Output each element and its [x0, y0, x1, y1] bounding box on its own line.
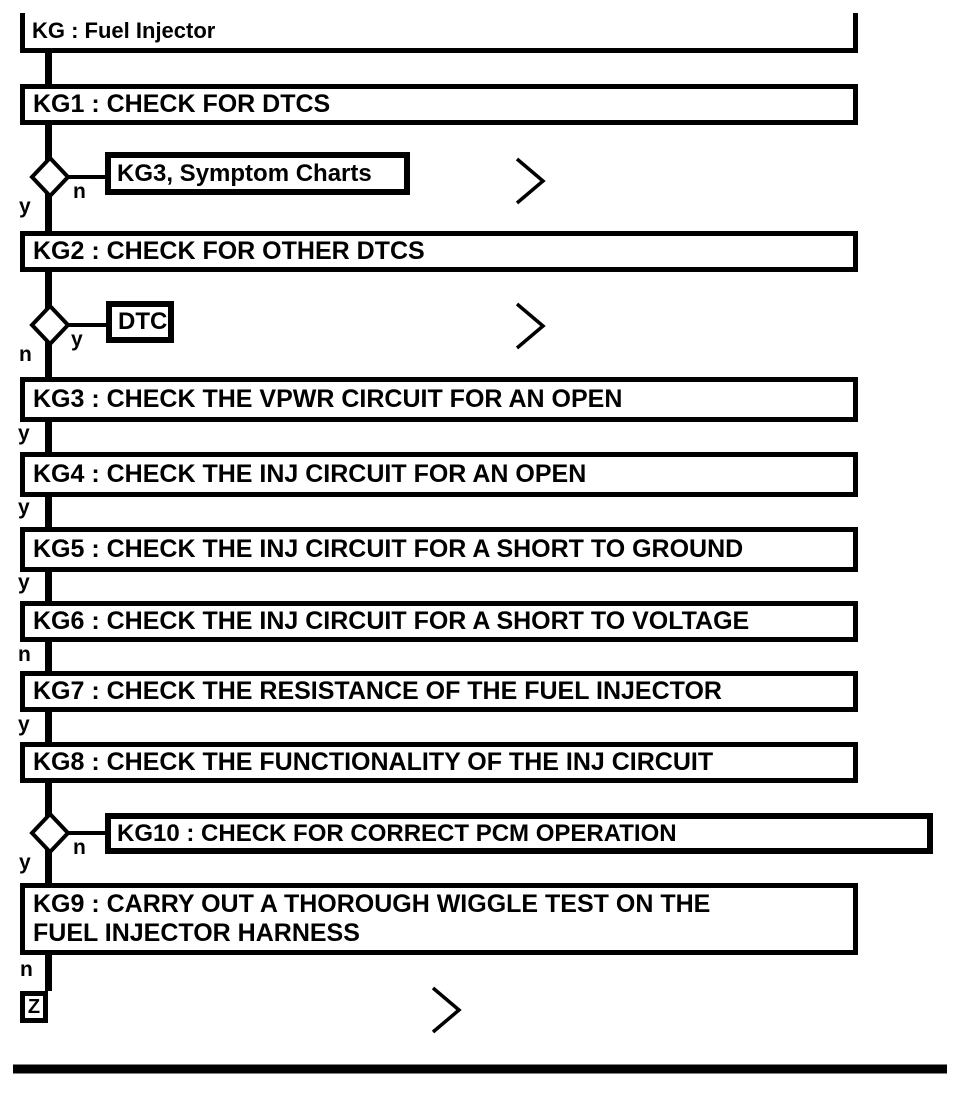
step-box-kg7: KG7 : CHECK THE RESISTANCE OF THE FUEL I…: [20, 671, 858, 712]
callout-box-kg10: KG10 : CHECK FOR CORRECT PCM OPERATION: [105, 813, 933, 854]
step-label: KG3 : CHECK THE VPWR CIRCUIT FOR AN OPEN: [33, 385, 623, 414]
step-box-kg4: KG4 : CHECK THE INJ CIRCUIT FOR AN OPEN: [20, 452, 858, 497]
offpage-connector-label: Z: [27, 995, 41, 1018]
decision-2-down-label: n: [19, 343, 32, 366]
step-box-kg3: KG3 : CHECK THE VPWR CIRCUIT FOR AN OPEN: [20, 377, 858, 422]
decision-3-right-label: n: [73, 836, 86, 859]
step-kg5-branch-label: y: [18, 571, 30, 594]
decision-diamond-3: [29, 811, 71, 855]
decision-diamond-1: [29, 155, 71, 199]
decision-1-down-label: y: [19, 195, 31, 218]
step-box-kg5: KG5 : CHECK THE INJ CIRCUIT FOR A SHORT …: [20, 527, 858, 572]
continue-chevron-icon-3: [431, 986, 462, 1034]
step-box-kg9: KG9 : CARRY OUT A THOROUGH WIGGLE TEST O…: [20, 883, 858, 955]
step-box-kg1: KG1 : CHECK FOR DTCS: [20, 84, 858, 125]
step-box-kg8: KG8 : CHECK THE FUNCTIONALITY OF THE INJ…: [20, 742, 858, 783]
decision-1-right-label: n: [73, 180, 86, 203]
decision-diamond-2: [29, 303, 71, 347]
decision-2-right-label: y: [71, 328, 83, 351]
step-kg6-branch-label: n: [18, 643, 31, 666]
step-kg4-branch-label: y: [18, 496, 30, 519]
step-label: KG4 : CHECK THE INJ CIRCUIT FOR AN OPEN: [33, 460, 587, 489]
callout-label: KG3, Symptom Charts: [117, 159, 372, 187]
step-label: KG1 : CHECK FOR DTCS: [33, 90, 331, 119]
continue-chevron-icon-1: [515, 157, 546, 205]
callout-box-symptom-charts: KG3, Symptom Charts: [105, 152, 410, 195]
chart-title: KG : Fuel Injector: [32, 17, 216, 43]
callout-box-dtc: DTC: [106, 301, 174, 343]
step-kg9-branch-label: n: [20, 958, 33, 981]
callout-label: DTC: [118, 308, 168, 335]
step-label-line2: FUEL INJECTOR HARNESS: [33, 919, 360, 947]
step-label: KG5 : CHECK THE INJ CIRCUIT FOR A SHORT …: [33, 535, 744, 564]
callout-label: KG10 : CHECK FOR CORRECT PCM OPERATION: [117, 819, 677, 847]
continue-chevron-icon-2: [515, 302, 546, 350]
step-label: KG7 : CHECK THE RESISTANCE OF THE FUEL I…: [33, 677, 722, 706]
step-box-kg2: KG2 : CHECK FOR OTHER DTCS: [20, 231, 858, 272]
chart-title-box: KG : Fuel Injector: [20, 13, 858, 53]
decision-3-down-label: y: [19, 851, 31, 874]
offpage-connector-z: Z: [20, 991, 48, 1023]
step-label: KG6 : CHECK THE INJ CIRCUIT FOR A SHORT …: [33, 607, 750, 636]
step-label-line1: KG9 : CARRY OUT A THOROUGH WIGGLE TEST O…: [33, 890, 711, 919]
step-box-kg6: KG6 : CHECK THE INJ CIRCUIT FOR A SHORT …: [20, 601, 858, 642]
step-label: KG8 : CHECK THE FUNCTIONALITY OF THE INJ…: [33, 748, 714, 777]
step-kg7-branch-label: y: [18, 713, 30, 736]
step-kg3-branch-label: y: [18, 422, 30, 445]
step-label: KG2 : CHECK FOR OTHER DTCS: [33, 237, 425, 266]
